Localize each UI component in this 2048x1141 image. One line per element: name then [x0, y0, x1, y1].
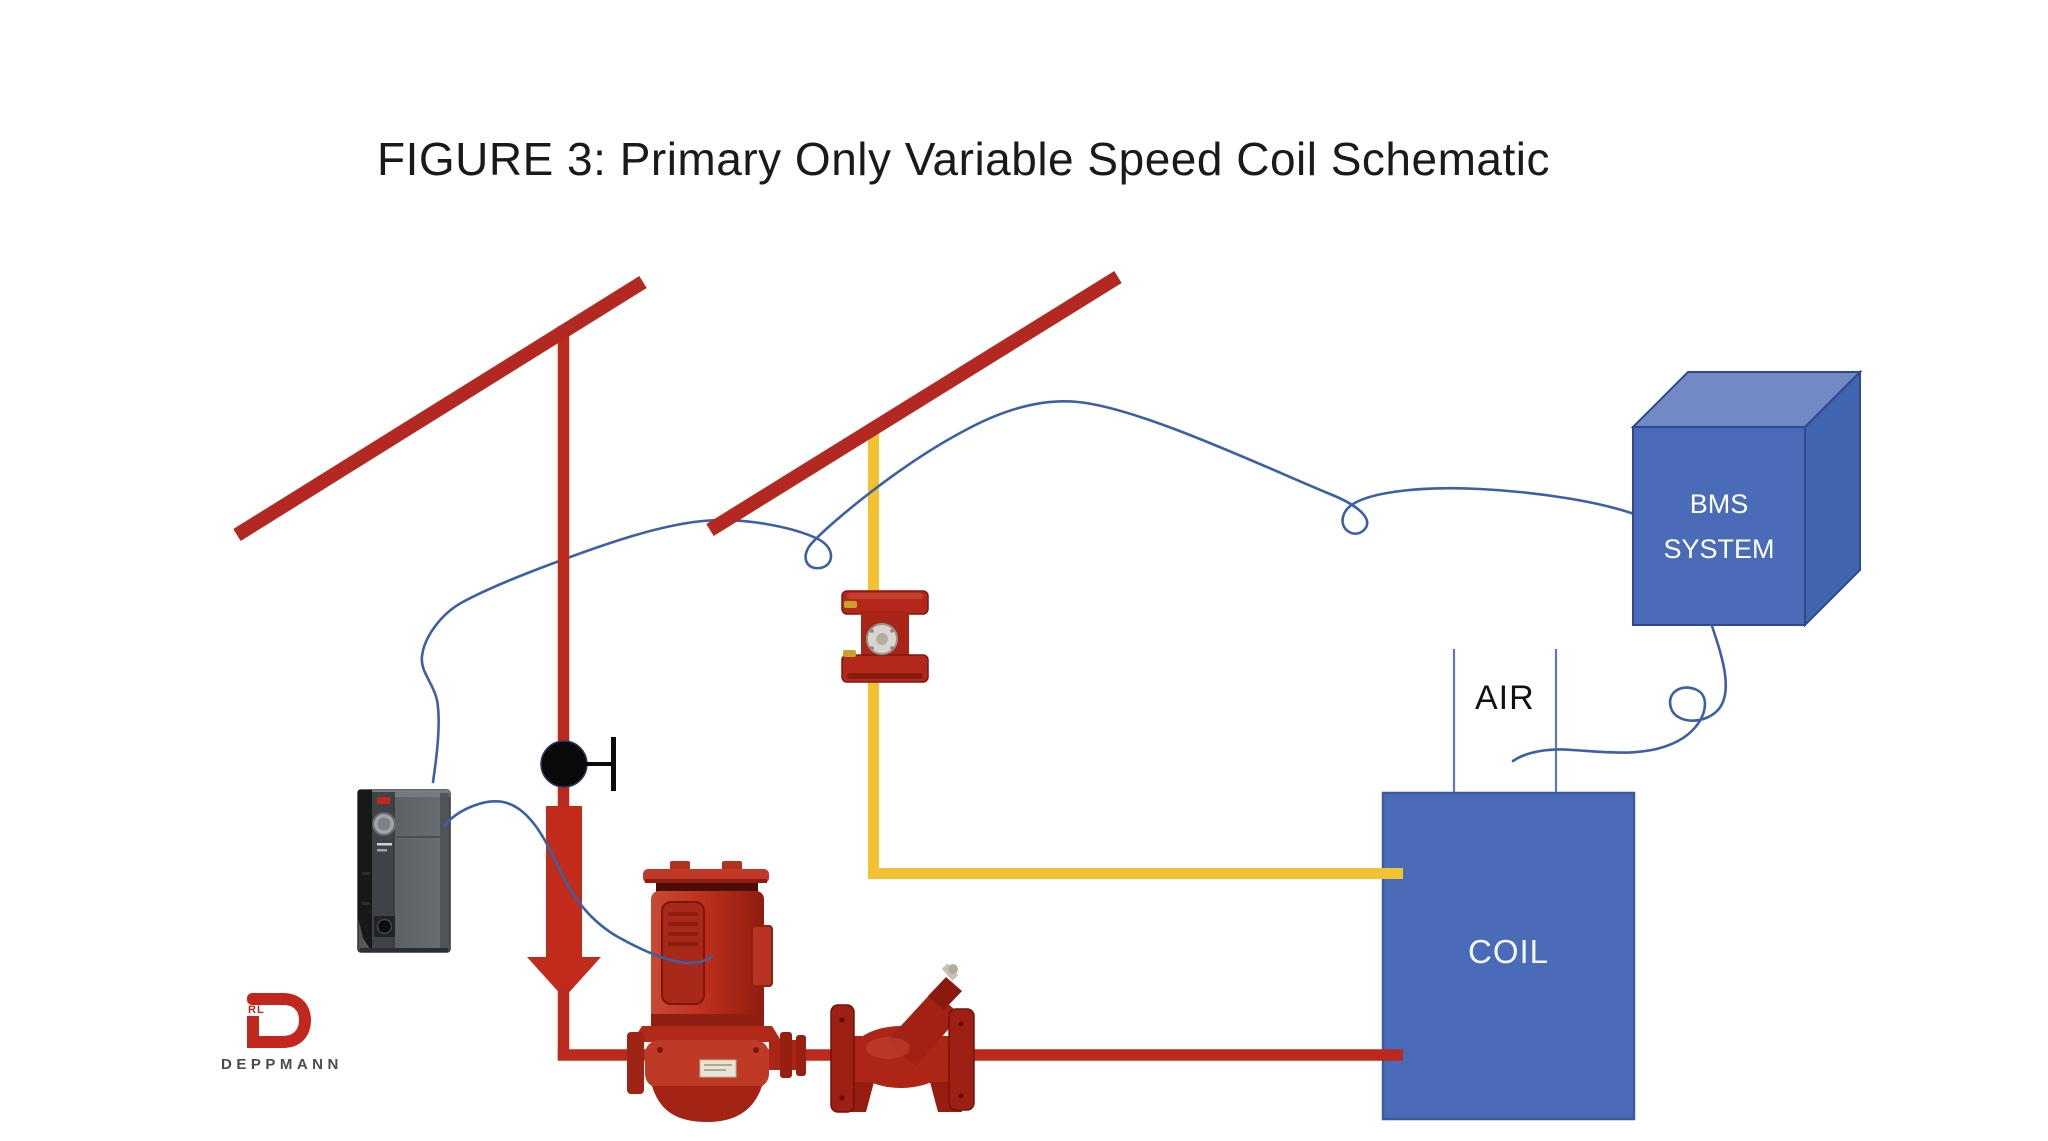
flow-meter-image — [841, 590, 929, 683]
bms-label: BMS SYSTEM — [1633, 482, 1805, 572]
coil-box — [1381, 791, 1636, 1121]
logo-company-text: DEPPMANN — [221, 1056, 343, 1073]
vfd-drive-image — [357, 789, 451, 953]
supply-main-pipe-left — [233, 276, 647, 541]
bms-box-front-face — [1632, 426, 1806, 626]
figure-title: FIGURE 3: Primary Only Variable Speed Co… — [377, 133, 1550, 185]
air-label: AIR — [1475, 679, 1535, 717]
flow-direction-arrow — [527, 806, 601, 998]
triple-duty-valve-image — [830, 963, 975, 1113]
isolation-valve-icon — [540, 740, 588, 788]
deppmann-logo-d-mark — [247, 993, 311, 1048]
coil-label: COIL — [1467, 933, 1550, 970]
control-wire-vfd-to-pump — [442, 800, 714, 965]
valve-handle-bar — [611, 737, 616, 791]
bms-box — [1630, 369, 1863, 628]
control-wire-vfd-to-bms — [420, 400, 1636, 784]
logo-rl-text: RL — [248, 1004, 265, 1016]
control-wire-bms-to-coil-sensor — [1511, 624, 1727, 763]
bms-label-line2: SYSTEM — [1663, 534, 1775, 564]
supply-main-pipe-right — [706, 271, 1122, 536]
bms-label-line1: BMS — [1689, 489, 1749, 519]
pump-image — [627, 861, 806, 1122]
